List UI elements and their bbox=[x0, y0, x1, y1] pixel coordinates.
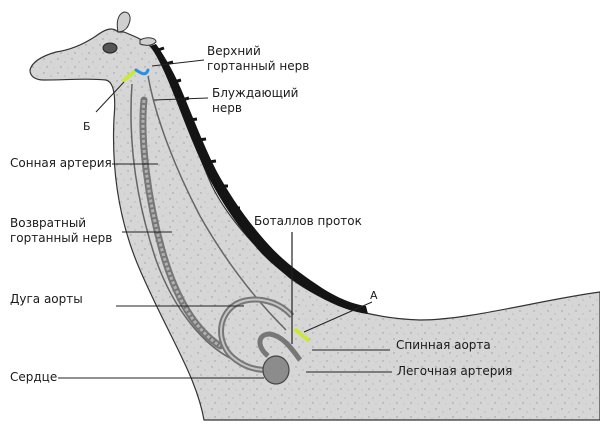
label-recurrent-line1: Возвратный bbox=[10, 216, 87, 230]
pulmonary-loop bbox=[257, 331, 303, 362]
label-recurrent-nerve: Возвратный гортанный нерв bbox=[10, 216, 112, 246]
highlight-b-blue bbox=[134, 68, 150, 76]
leader-a bbox=[303, 301, 373, 333]
label-pulmonary-artery: Легочная артерия bbox=[397, 364, 513, 378]
giraffe-eye bbox=[102, 42, 118, 54]
label-upper-laryngeal-nerve: Верхний гортанный нерв bbox=[207, 44, 309, 74]
leader-vagus bbox=[153, 97, 209, 101]
label-upper-laryngeal-line2: гортанный нерв bbox=[207, 59, 310, 73]
label-upper-laryngeal-line1: Верхний bbox=[207, 44, 261, 58]
label-marker-a: А bbox=[370, 289, 378, 302]
recurrent-nerve-tube-inner bbox=[141, 99, 221, 348]
label-recurrent-line2: гортанный нерв bbox=[10, 231, 113, 245]
aortic-arch-inner bbox=[220, 298, 293, 371]
leader-lines bbox=[58, 59, 392, 379]
label-vagus-line1: Блуждающий bbox=[212, 86, 299, 100]
giraffe-mane bbox=[150, 44, 368, 314]
label-vagus-line2: нерв bbox=[212, 101, 242, 115]
ear-shape bbox=[139, 37, 157, 46]
leader-upper-laryngeal bbox=[151, 59, 205, 67]
label-spinal-aorta: Спинная аорта bbox=[396, 338, 491, 352]
leader-b bbox=[95, 81, 125, 113]
label-botallo-duct: Боталлов проток bbox=[254, 214, 362, 228]
highlight-a-yellow bbox=[294, 328, 310, 342]
label-marker-b: Б bbox=[83, 120, 91, 133]
carotid-artery-line bbox=[130, 83, 235, 361]
ossicone-shape bbox=[116, 11, 131, 33]
label-vagus-nerve: Блуждающий нерв bbox=[212, 86, 298, 116]
highlight-b-yellow bbox=[122, 70, 136, 82]
label-heart: Сердце bbox=[10, 370, 58, 384]
label-aortic-arch: Дуга аорты bbox=[10, 292, 83, 306]
heart-shape bbox=[262, 355, 290, 385]
label-carotid-artery: Сонная артерия bbox=[10, 156, 112, 170]
